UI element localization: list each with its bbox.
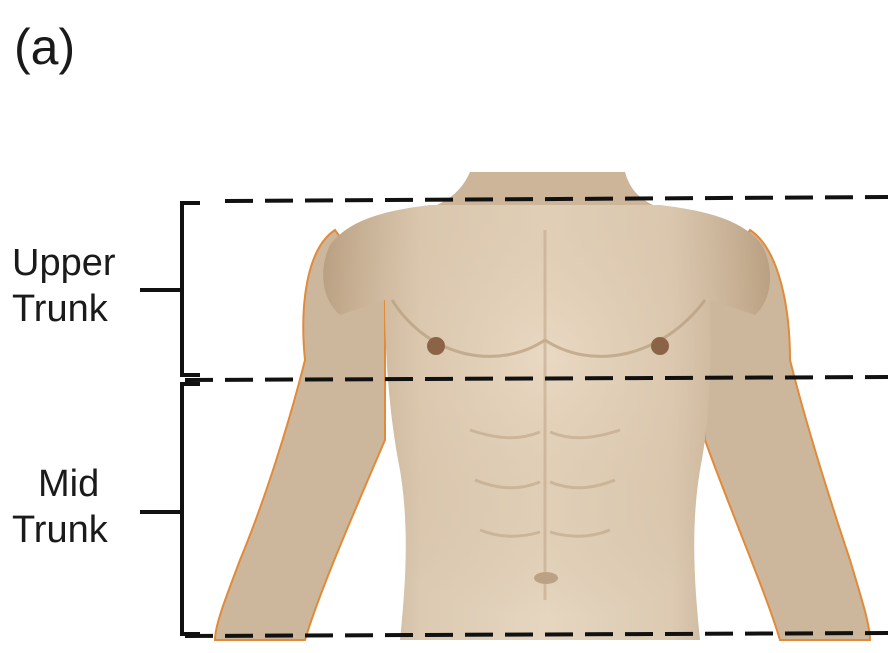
mid-trunk-label-line1: Mid <box>12 461 108 507</box>
mid-trunk-label: Mid Trunk <box>12 461 108 553</box>
mid-trunk-bracket <box>140 384 200 634</box>
upper-trunk-label: Upper Trunk <box>12 240 116 332</box>
upper-trunk-label-line1: Upper <box>12 240 116 286</box>
upper-boundary-line <box>225 197 888 201</box>
torso-figure <box>215 172 870 640</box>
right-nipple <box>651 337 669 355</box>
neck <box>430 172 660 208</box>
upper-trunk-bracket <box>140 203 200 375</box>
left-nipple <box>427 337 445 355</box>
mid-trunk-label-line2: Trunk <box>12 507 108 553</box>
navel <box>534 572 558 584</box>
upper-trunk-label-line2: Trunk <box>12 286 116 332</box>
